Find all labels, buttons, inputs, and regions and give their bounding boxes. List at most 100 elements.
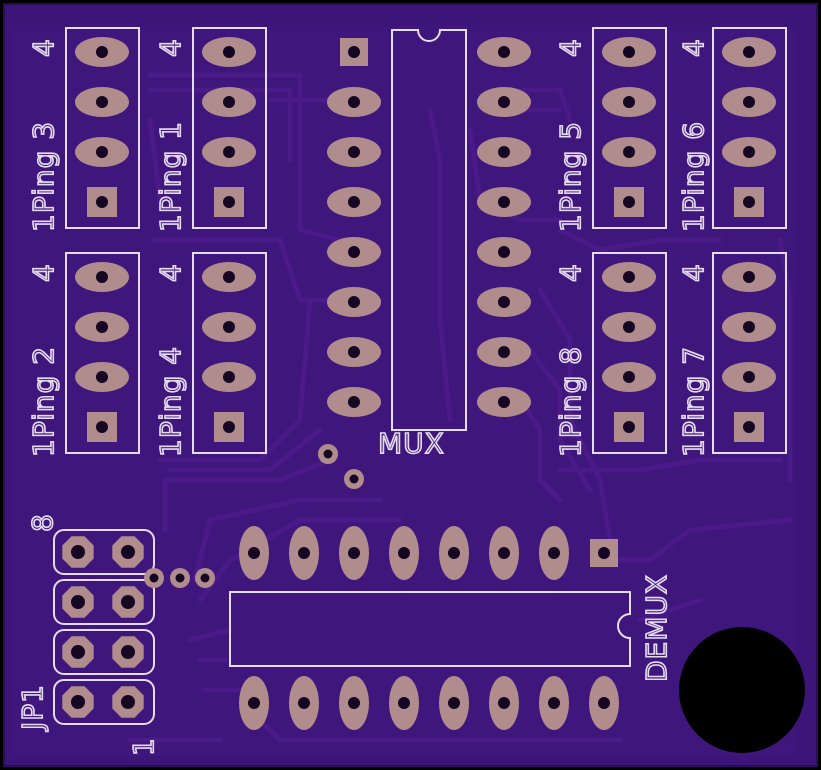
drill-hole	[223, 196, 235, 208]
ping-label: 1Ping 5	[554, 121, 587, 232]
drill-hole	[121, 545, 135, 559]
demux-label: DEMUX	[640, 574, 673, 682]
jp1-row-outline	[53, 629, 155, 675]
drill-hole	[743, 46, 755, 58]
drill-hole	[121, 695, 135, 709]
drill-hole	[96, 271, 108, 283]
trace	[147, 87, 293, 163]
trace	[187, 627, 233, 643]
drill-hole	[71, 645, 85, 659]
board-inner-plane	[10, 26, 794, 756]
drill-hole	[743, 146, 755, 158]
drill-hole	[223, 371, 235, 383]
ping-pin-top-label: 4	[154, 38, 187, 57]
drill-hole	[623, 271, 635, 283]
jp1-row-outline	[53, 679, 155, 725]
header-outline	[712, 252, 787, 454]
drill-hole	[623, 96, 635, 108]
header-outline	[592, 252, 667, 454]
ping-header: 1Ping 8 4	[553, 252, 667, 458]
drill-hole	[623, 146, 635, 158]
mounting-hole	[679, 627, 805, 753]
trace	[147, 117, 163, 203]
ping-header: 1Ping 3 4	[26, 27, 140, 233]
jp1-pin-bottom-label: 1	[127, 737, 160, 756]
drill-hole	[348, 146, 360, 158]
trace	[257, 717, 623, 743]
ping-header: 1Ping 64	[676, 27, 787, 233]
jp1-pin-top-label: 8	[26, 513, 59, 532]
ping-pin-top-label: 4	[154, 263, 187, 282]
ping-label: 1Ping 8	[554, 346, 587, 457]
ping-pin-top-label: 4	[554, 263, 587, 282]
jp1-header: JP1 8 1	[15, 512, 161, 756]
drill-hole	[223, 146, 235, 158]
drill-hole	[743, 271, 755, 283]
chips: MUX DEMUX	[229, 29, 674, 730]
via-drill	[149, 573, 159, 583]
drill-hole	[623, 196, 635, 208]
drill-hole	[743, 321, 755, 333]
drill-hole	[498, 697, 510, 709]
ping-label: 1Ping 4	[154, 346, 187, 457]
drill-hole	[96, 46, 108, 58]
drill-hole	[96, 96, 108, 108]
drill-hole	[71, 595, 85, 609]
jp1-label: JP1	[16, 684, 49, 732]
ping-label: 1Ping 2	[27, 346, 60, 457]
drill-hole	[348, 547, 360, 559]
ping-label: 1Ping 7	[677, 346, 710, 457]
vias	[144, 444, 364, 588]
via-drill	[349, 474, 359, 484]
header-outline	[65, 27, 140, 229]
drill-hole	[448, 547, 460, 559]
ping-label: 1Ping 3	[27, 121, 60, 232]
trace	[517, 87, 573, 123]
copper-traces	[127, 72, 793, 743]
demux-outline	[229, 591, 631, 667]
drill-hole	[498, 547, 510, 559]
drill-hole	[348, 196, 360, 208]
mux-outline	[391, 29, 467, 431]
drill-hole	[348, 246, 360, 258]
drill-hole	[96, 146, 108, 158]
drill-hole	[223, 271, 235, 283]
trace	[157, 297, 313, 463]
drill-hole	[223, 96, 235, 108]
trace	[152, 237, 333, 303]
drill-hole	[548, 697, 560, 709]
header-outline	[192, 27, 267, 229]
drill-hole	[348, 96, 360, 108]
drill-hole	[548, 547, 560, 559]
trace	[557, 457, 783, 473]
drill-hole	[121, 645, 135, 659]
drill-hole	[121, 595, 135, 609]
drill-hole	[498, 146, 510, 158]
header-outline	[192, 252, 267, 454]
drill-hole	[96, 196, 108, 208]
mux-label: MUX	[378, 427, 445, 460]
header-outline	[592, 27, 667, 229]
jp1-row-outline	[53, 529, 155, 575]
drill-hole	[96, 371, 108, 383]
ping-pin-top-label: 4	[677, 263, 710, 282]
drill-hole	[96, 321, 108, 333]
ping-pin-top-label: 4	[27, 38, 60, 57]
drill-hole	[623, 371, 635, 383]
ping-header: 1Ping 1 4	[153, 27, 267, 233]
ping-pin-top-label: 4	[677, 38, 710, 57]
jp1-row-outline	[53, 579, 155, 625]
trace	[192, 497, 383, 583]
mux-chip: MUX	[327, 29, 531, 461]
drill-hole	[743, 421, 755, 433]
trace	[597, 517, 793, 563]
header-outline	[712, 27, 787, 229]
via-drill	[175, 573, 185, 583]
drill-hole	[71, 545, 85, 559]
drill-hole	[743, 371, 755, 383]
ping-label: 1Ping 1	[154, 121, 187, 232]
drill-hole	[498, 346, 510, 358]
drill-hole	[498, 296, 510, 308]
trace	[167, 427, 323, 473]
ping-header: 1Ping 4 4	[153, 252, 267, 458]
